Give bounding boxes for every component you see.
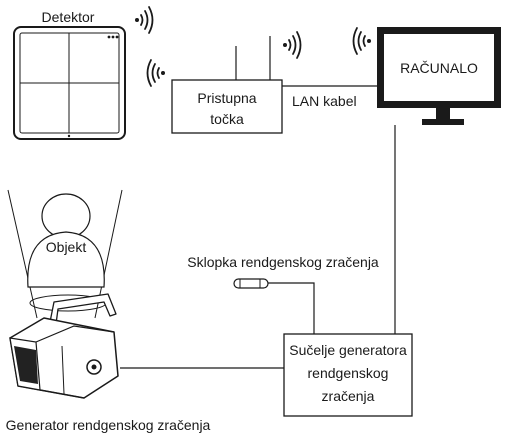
xray-generator xyxy=(9,293,119,399)
computer-label: RAČUNALO xyxy=(400,60,478,76)
generator-label: Generator rendgenskog zračenja xyxy=(6,417,211,433)
wifi-icon xyxy=(352,27,371,55)
wifi-icon xyxy=(135,6,154,34)
xray-switch xyxy=(233,278,315,334)
computer-monitor xyxy=(377,27,501,125)
wifi-icon xyxy=(283,31,302,59)
interface-label-line1: Sučelje generatora xyxy=(289,342,407,358)
access-point-label-line2: točka xyxy=(210,111,244,127)
access-point-label-line1: Pristupna xyxy=(197,90,256,106)
wifi-icon xyxy=(146,59,165,87)
lan-cable-label: LAN kabel xyxy=(292,93,357,109)
interface-label-line3: zračenja xyxy=(322,388,375,404)
interface-label-line2: rendgenskog xyxy=(308,365,389,381)
detector-panel xyxy=(13,26,126,140)
interface-box xyxy=(283,333,413,417)
object-label: Objekt xyxy=(46,239,87,255)
object-figure xyxy=(27,193,105,288)
access-point-box xyxy=(171,36,283,134)
xray-switch-label: Sklopka rendgenskog zračenja xyxy=(187,254,379,270)
detector-label: Detektor xyxy=(42,9,95,25)
